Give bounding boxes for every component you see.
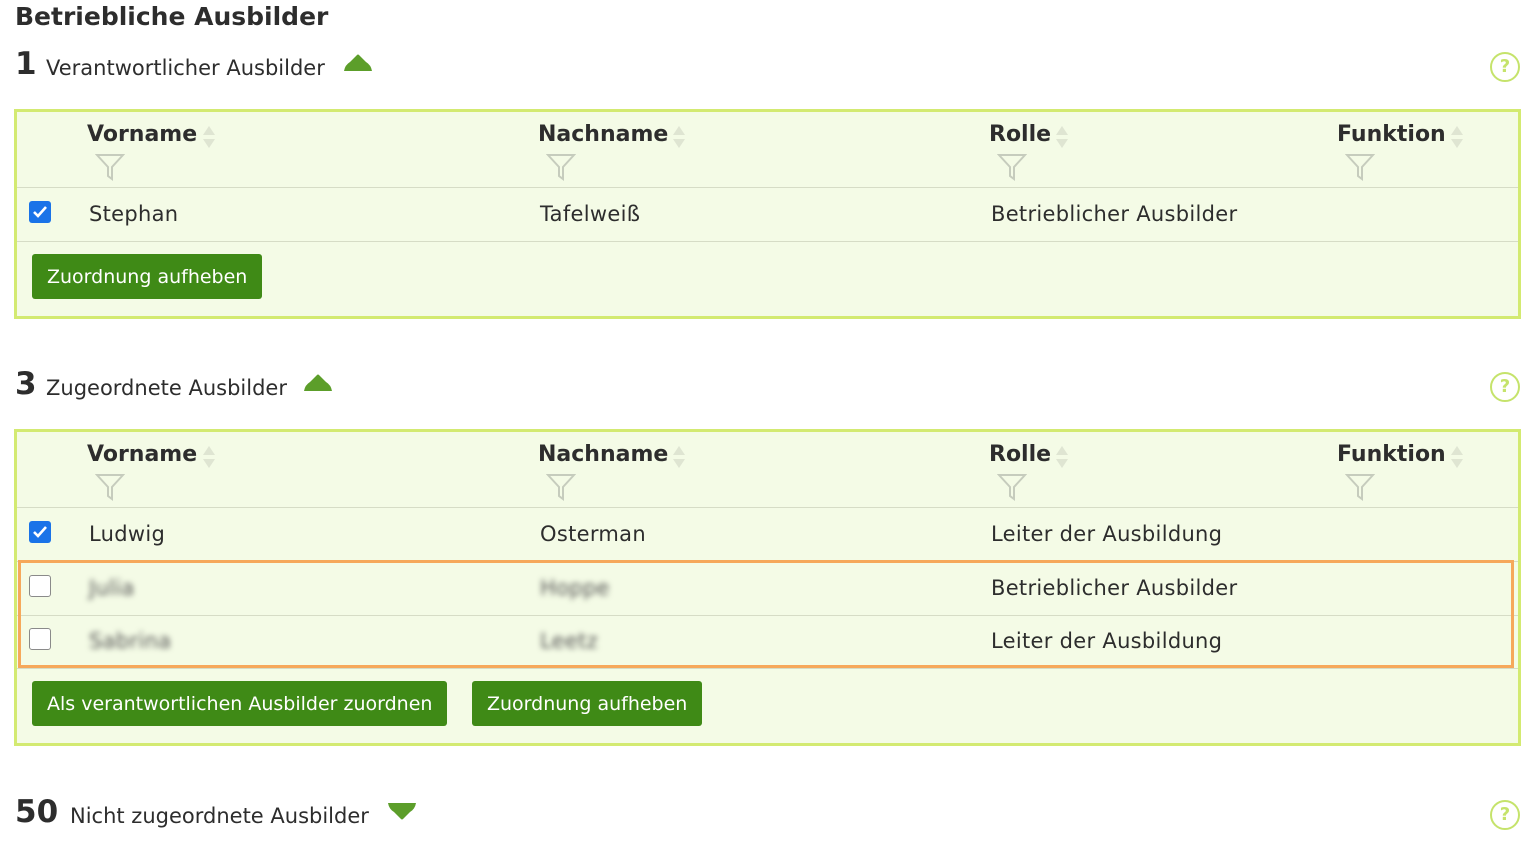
sort-icon[interactable] [1450,444,1464,470]
column-header-rolle[interactable]: Rolle [989,122,1068,181]
table-header: Vorname Nachname Rolle Funktion [17,432,1518,508]
column-header-nachname[interactable]: Nachname [538,442,685,501]
table-row[interactable]: Sabrina Leetz Leiter der Ausbildung [17,615,1518,669]
cell-nachname: Tafelweiß [540,202,641,226]
filter-icon[interactable] [546,152,576,182]
row-checkbox[interactable] [29,521,51,543]
filter-icon[interactable] [997,152,1027,182]
section-label: Verantwortlicher Ausbilder [46,56,325,80]
sort-icon[interactable] [1055,124,1069,150]
assigned-trainers-panel: Vorname Nachname Rolle Funktion Ludwig O… [14,429,1521,746]
help-icon[interactable]: ? [1490,800,1520,830]
section-header-assigned: 3 Zugeordnete Ausbilder ? [15,366,1520,410]
responsible-trainer-panel: Vorname Nachname Rolle Funktion Stephan … [14,109,1521,319]
filter-icon[interactable] [95,152,125,182]
column-header-rolle[interactable]: Rolle [989,442,1068,501]
section-label: Zugeordnete Ausbilder [46,376,287,400]
table-header: Vorname Nachname Rolle Funktion [17,112,1518,188]
table-row[interactable]: Julia Hoppe Betrieblicher Ausbilder [17,562,1518,616]
cell-nachname: Leetz [540,629,598,653]
cell-rolle: Betrieblicher Ausbilder [991,202,1238,226]
highlight-frame [18,560,1514,668]
section-count: 1 [15,46,37,82]
column-header-funktion[interactable]: Funktion [1337,122,1463,181]
section-header-responsible: 1 Verantwortlicher Ausbilder ? [15,46,1520,90]
sort-icon[interactable] [1055,444,1069,470]
help-icon[interactable]: ? [1490,372,1520,402]
sort-icon[interactable] [672,124,686,150]
cell-rolle: Betrieblicher Ausbilder [991,576,1238,600]
table-row[interactable]: Stephan Tafelweiß Betrieblicher Ausbilde… [17,188,1518,242]
section-count: 50 [15,794,59,830]
column-header-vorname[interactable]: Vorname [87,122,215,181]
remove-assignment-button[interactable]: Zuordnung aufheben [472,681,703,726]
column-header-vorname[interactable]: Vorname [87,442,215,501]
cell-nachname: Osterman [540,522,646,546]
cell-vorname: Julia [89,576,135,600]
page-title: Betriebliche Ausbilder [15,2,329,31]
column-header-funktion[interactable]: Funktion [1337,442,1463,501]
cell-rolle: Leiter der Ausbildung [991,522,1223,546]
assign-responsible-button[interactable]: Als verantwortlichen Ausbilder zuordnen [32,681,448,726]
cell-rolle: Leiter der Ausbildung [991,629,1223,653]
filter-icon[interactable] [95,472,125,502]
remove-assignment-button[interactable]: Zuordnung aufheben [32,254,263,299]
section-label: Nicht zugeordnete Ausbilder [70,804,369,828]
collapse-arrow-icon[interactable] [302,372,334,394]
filter-icon[interactable] [997,472,1027,502]
column-header-nachname[interactable]: Nachname [538,122,685,181]
help-icon[interactable]: ? [1490,52,1520,82]
cell-vorname: Sabrina [89,629,172,653]
row-checkbox[interactable] [29,575,51,597]
cell-nachname: Hoppe [540,576,610,600]
row-checkbox[interactable] [29,628,51,650]
cell-vorname: Ludwig [89,522,166,546]
expand-arrow-icon[interactable] [386,800,418,822]
filter-icon[interactable] [1345,152,1375,182]
sort-icon[interactable] [202,124,216,150]
collapse-arrow-icon[interactable] [342,52,374,74]
sort-icon[interactable] [1450,124,1464,150]
row-checkbox[interactable] [29,201,51,223]
section-count: 3 [15,366,37,402]
section-header-unassigned: 50 Nicht zugeordnete Ausbilder ? [15,794,1520,838]
sort-icon[interactable] [672,444,686,470]
filter-icon[interactable] [1345,472,1375,502]
sort-icon[interactable] [202,444,216,470]
cell-vorname: Stephan [89,202,179,226]
table-row[interactable]: Ludwig Osterman Leiter der Ausbildung [17,508,1518,562]
filter-icon[interactable] [546,472,576,502]
